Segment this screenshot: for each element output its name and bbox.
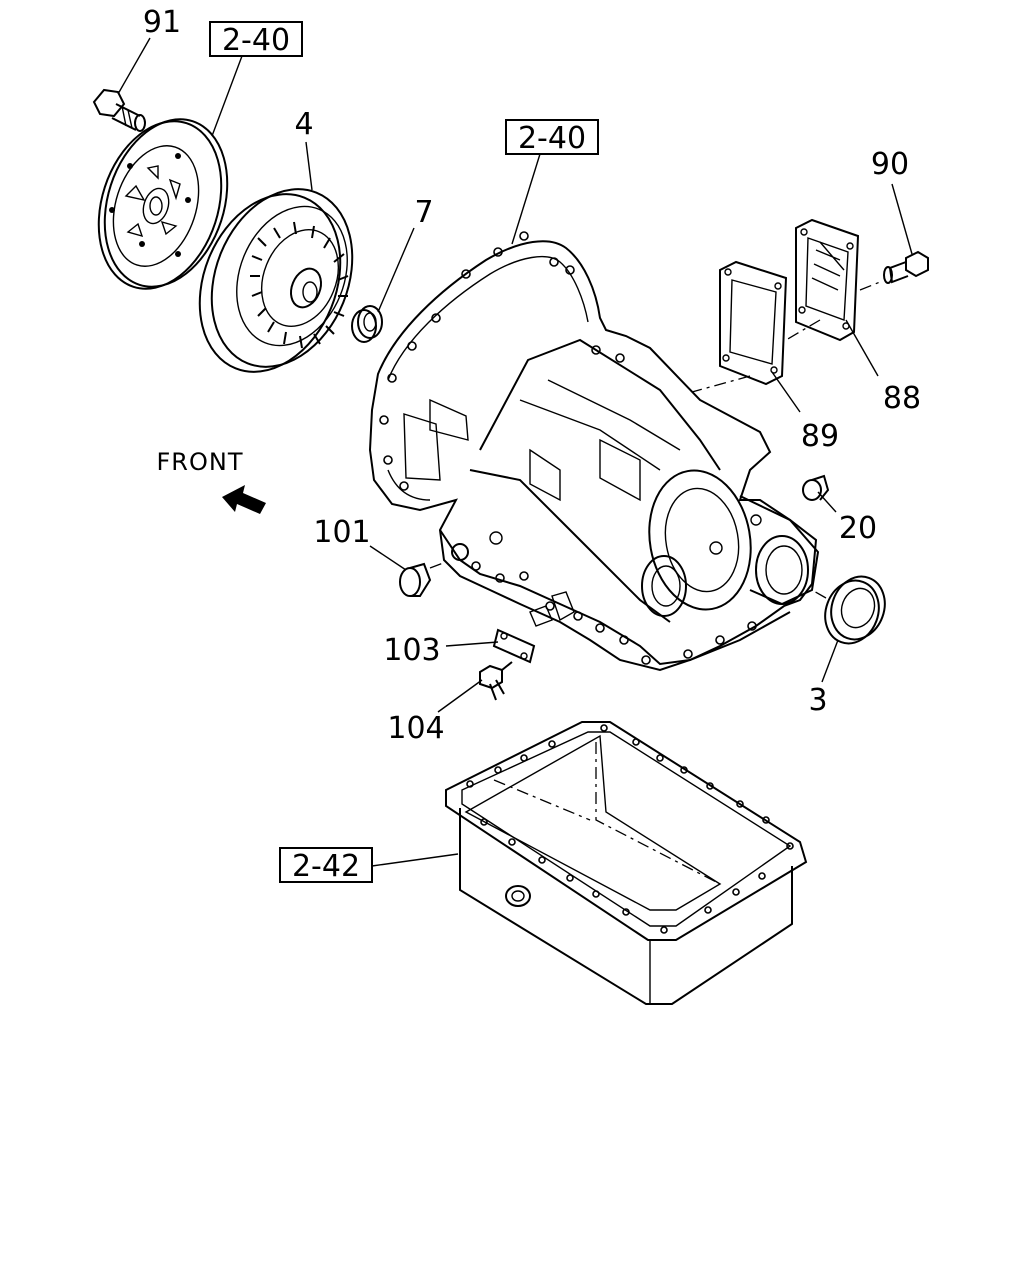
bolt-104[interactable] xyxy=(479,661,513,701)
callout-104[interactable]: 104 xyxy=(387,711,444,746)
svg-text:2-40: 2-40 xyxy=(222,23,290,58)
torque-converter-4[interactable] xyxy=(174,168,377,393)
callout-7[interactable]: 7 xyxy=(414,195,433,230)
bolt-91[interactable] xyxy=(92,88,146,132)
bracket-103[interactable] xyxy=(492,628,536,664)
callout-90[interactable]: 90 xyxy=(871,147,909,182)
callout-89[interactable]: 89 xyxy=(801,419,839,454)
ref-box-top-left[interactable]: 2-40 xyxy=(209,21,303,58)
callout-3[interactable]: 3 xyxy=(808,683,827,718)
ref-box-center[interactable]: 2-40 xyxy=(505,119,599,156)
callout-88[interactable]: 88 xyxy=(883,381,921,416)
flex-plate[interactable] xyxy=(78,103,247,304)
oil-seal-3[interactable] xyxy=(811,569,893,651)
callout-101[interactable]: 101 xyxy=(313,515,370,550)
svg-text:2-40: 2-40 xyxy=(518,121,586,156)
front-arrow-icon xyxy=(222,485,266,514)
transmission-case[interactable] xyxy=(368,231,820,672)
callout-20[interactable]: 20 xyxy=(839,511,877,546)
oil-pan[interactable] xyxy=(445,721,808,1005)
plug-101[interactable] xyxy=(399,561,447,597)
gasket-89[interactable] xyxy=(691,260,788,393)
bolt-90[interactable] xyxy=(883,250,929,284)
front-label: FRONT xyxy=(157,448,244,476)
cover-plate-88[interactable] xyxy=(785,218,881,342)
callout-91[interactable]: 91 xyxy=(143,5,181,40)
drain-plug-20[interactable] xyxy=(802,474,830,501)
callout-103[interactable]: 103 xyxy=(383,633,440,668)
ref-box-oil-pan[interactable]: 2-42 xyxy=(279,847,373,884)
svg-text:2-42: 2-42 xyxy=(292,849,360,884)
oil-seal-7[interactable] xyxy=(351,305,383,343)
leader-lines xyxy=(117,37,913,867)
callout-4[interactable]: 4 xyxy=(294,107,313,142)
